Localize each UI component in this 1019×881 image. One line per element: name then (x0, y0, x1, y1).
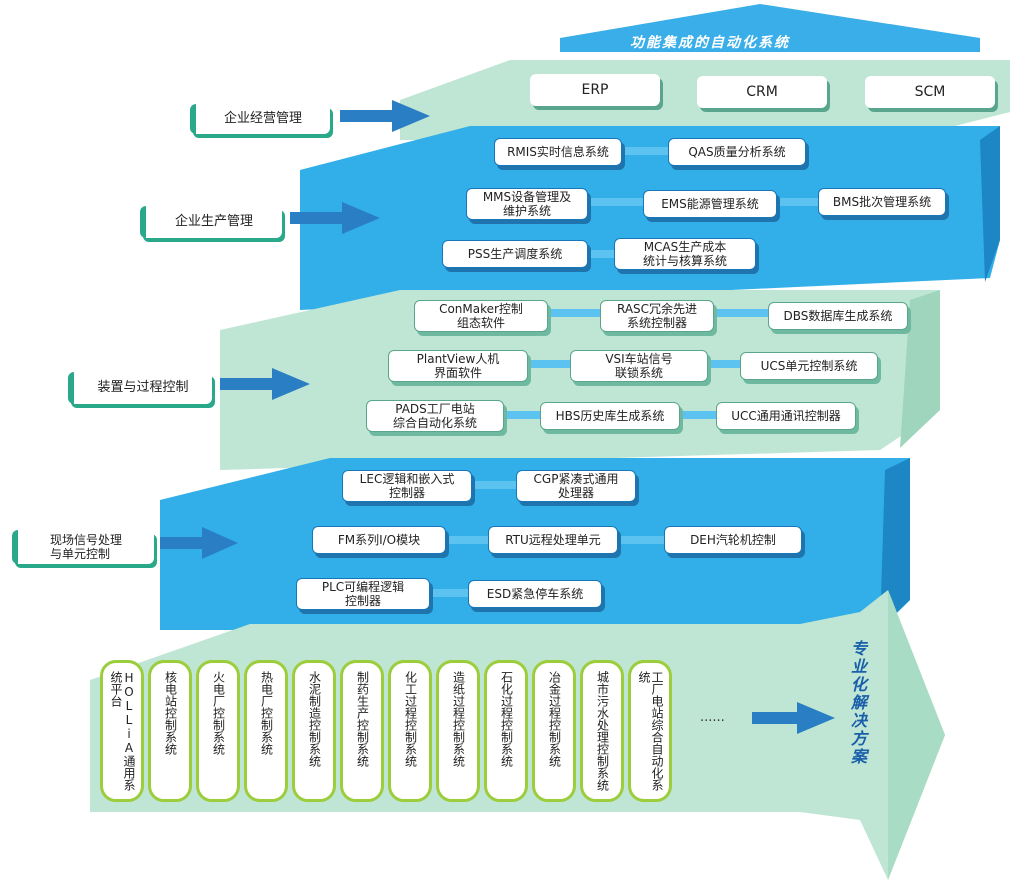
top-title: 功能集成的自动化系统 (630, 35, 790, 51)
side-title: 专业化解决方案 (848, 640, 867, 766)
label-production-mgmt: 企业生产管理 (140, 206, 282, 238)
solution-label: 化工过程控制系统 (403, 671, 418, 767)
item-crm[interactable]: CRM (697, 76, 827, 108)
solution-petrochemical[interactable]: 石化过程控制系统 (484, 660, 528, 802)
layer4-shadow (880, 458, 910, 628)
solution-hollia[interactable]: HOLLiA通用系统平台 (100, 660, 144, 802)
solution-label: 水泥制造控制系统 (307, 671, 322, 767)
item-ucs[interactable]: UCS单元控制系统 (740, 352, 878, 380)
item-plantview[interactable]: PlantView人机 界面软件 (388, 350, 528, 382)
bottom-arrow-tip (888, 590, 945, 880)
item-pads[interactable]: PADS工厂电站 综合自动化系统 (366, 400, 504, 432)
item-pss[interactable]: PSS生产调度系统 (442, 240, 588, 268)
item-rasc[interactable]: RASC冗余先进 系统控制器 (600, 300, 714, 332)
solution-label: 造纸过程控制系统 (451, 671, 466, 767)
solution-label: 热电厂控制系统 (259, 671, 274, 755)
item-lec[interactable]: LEC逻辑和嵌入式 控制器 (342, 470, 472, 502)
item-ems[interactable]: EMS能源管理系统 (643, 190, 777, 218)
top-arrow (560, 4, 980, 52)
item-deh[interactable]: DEH汽轮机控制 (664, 526, 802, 554)
solution-thermal-power[interactable]: 火电厂控制系统 (196, 660, 240, 802)
label-process-control: 装置与过程控制 (68, 372, 212, 404)
solution-label: 核电站控制系统 (163, 671, 178, 755)
item-cgp[interactable]: CGP紧凑式通用 处理器 (516, 470, 636, 502)
solution-cement[interactable]: 水泥制造控制系统 (292, 660, 336, 802)
arrow-enterprise (340, 100, 430, 132)
layer2-shadow (980, 126, 1000, 282)
solution-nuclear[interactable]: 核电站控制系统 (148, 660, 192, 802)
item-mcas[interactable]: MCAS生产成本 统计与核算系统 (614, 238, 756, 270)
label-enterprise-mgmt: 企业经营管理 (190, 104, 330, 134)
item-plc[interactable]: PLC可编程逻辑 控制器 (296, 578, 430, 610)
solution-label: HOLLiA通用系统平台 (109, 671, 136, 791)
solution-label: 石化过程控制系统 (499, 671, 514, 767)
item-rmis[interactable]: RMIS实时信息系统 (494, 138, 622, 166)
solution-metallurgy[interactable]: 冶金过程控制系统 (532, 660, 576, 802)
solution-label: 火电厂控制系统 (211, 671, 226, 755)
solution-label: 城市污水处理控制系统 (595, 671, 610, 791)
solution-label: 制药生产控制系统 (355, 671, 370, 767)
item-scm[interactable]: SCM (865, 76, 995, 108)
arrow-process (220, 368, 310, 400)
solution-cogeneration[interactable]: 热电厂控制系统 (244, 660, 288, 802)
item-rtu[interactable]: RTU远程处理单元 (488, 526, 618, 554)
label-field-signal: 现场信号处理 与单元控制 (12, 530, 154, 564)
arrow-solutions (752, 702, 835, 734)
more-dots: ...... (700, 710, 725, 725)
item-mms[interactable]: MMS设备管理及 维护系统 (466, 188, 588, 220)
item-esd[interactable]: ESD紧急停车系统 (468, 580, 602, 608)
solution-plant-power[interactable]: 工厂电站综合自动化系统 (628, 660, 672, 802)
item-dbs[interactable]: DBS数据库生成系统 (768, 302, 908, 330)
item-ucc[interactable]: UCC通用通讯控制器 (716, 402, 856, 430)
item-fm[interactable]: FM系列I/O模块 (312, 526, 446, 554)
item-erp[interactable]: ERP (530, 74, 660, 106)
solution-paper[interactable]: 造纸过程控制系统 (436, 660, 480, 802)
arrow-field (160, 527, 238, 559)
item-conmaker[interactable]: ConMaker控制 组态软件 (414, 300, 548, 332)
solution-label: 冶金过程控制系统 (547, 671, 562, 767)
item-vsi[interactable]: VSI车站信号 联锁系统 (570, 350, 708, 382)
solution-label: 工厂电站综合自动化系统 (637, 671, 664, 791)
item-qas[interactable]: QAS质量分析系统 (668, 138, 806, 166)
solution-chemical[interactable]: 化工过程控制系统 (388, 660, 432, 802)
item-hbs[interactable]: HBS历史库生成系统 (540, 402, 680, 430)
item-bms[interactable]: BMS批次管理系统 (818, 188, 946, 216)
arrow-production (290, 202, 380, 234)
solution-wastewater[interactable]: 城市污水处理控制系统 (580, 660, 624, 802)
layer3-shadow (900, 290, 940, 448)
solution-pharma[interactable]: 制药生产控制系统 (340, 660, 384, 802)
